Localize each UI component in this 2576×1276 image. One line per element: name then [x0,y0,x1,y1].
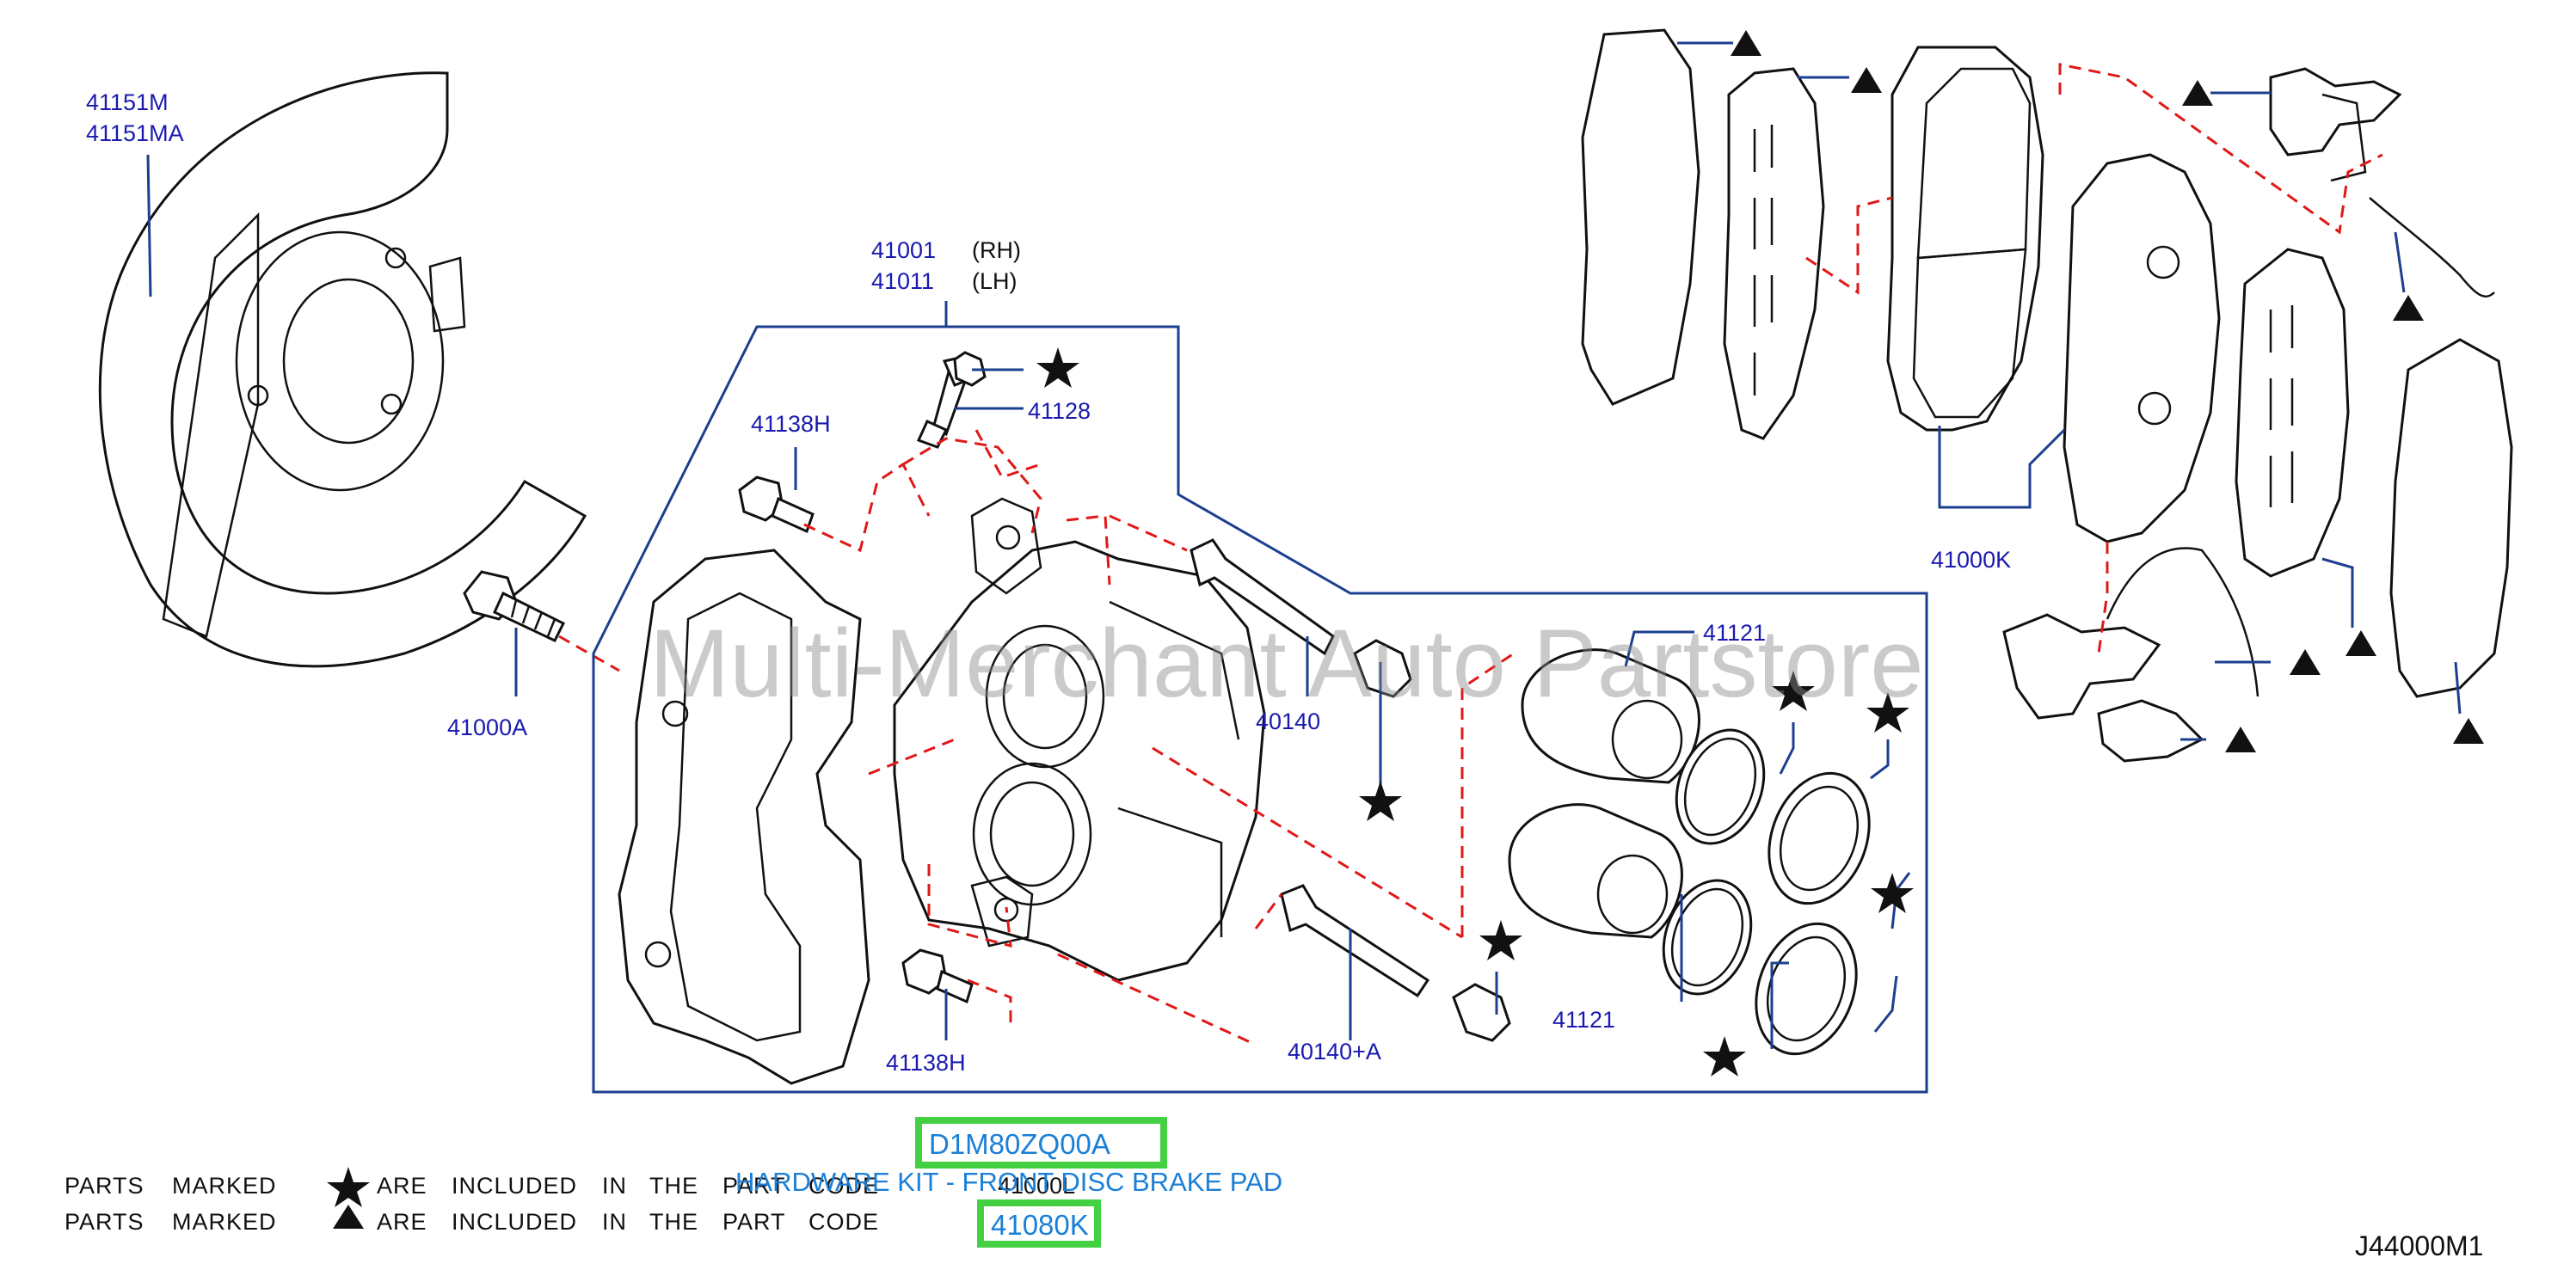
slide-pin-part [1190,538,1412,698]
triangle-icon [2182,80,2213,106]
label-41128: 41128 [1028,398,1091,424]
triangle-icon [2225,727,2256,752]
label-41001-side: (RH) [972,237,1021,263]
pad-shim-outer-part [2389,338,2513,698]
triangle-icon [2290,649,2321,675]
legend-row2-word: PART [722,1209,786,1235]
brake-pad-bottom-part [2063,153,2221,543]
legend-row2-word: CODE [808,1209,879,1235]
pad-shim-inner-part [2235,248,2350,578]
label-41151m: 41151M [86,89,169,115]
legend-row2-word: IN [602,1209,627,1235]
legend-row2-word: INCLUDED [452,1209,577,1235]
dust-boot-1-part [1768,771,1871,905]
inner-shim-part [1723,67,1825,440]
legend-row1-word: MARKED [172,1173,277,1199]
label-41121-bottom: 41121 [1552,1007,1615,1033]
legend-row1-word: PARTS [65,1173,144,1199]
legend-row2-word: ARE [377,1209,427,1235]
mounting-bolt-part [463,570,566,642]
anti-rattle-spring-part [2106,197,2495,697]
piston-bottom-part [1508,803,1683,939]
legend: PARTS MARKED ARE INCLUDED IN THE PART CO… [65,1167,1101,1248]
triangle-icon [2345,630,2376,656]
caliper-bolt-bottom-part [901,948,974,1004]
label-40140: 40140 [1256,709,1320,734]
legend-code-41000l: 41000L [998,1173,1075,1199]
triangle-icon [2393,295,2424,321]
star-icon [1359,781,1402,821]
part-code-highlight-box [977,1199,1101,1248]
legend-row1-word: CODE [808,1173,879,1199]
watermark-text: Multi-Merchant Auto Partstore [649,610,1923,717]
label-41138h-bottom: 41138H [886,1050,966,1076]
caliper-body-part [893,497,1266,982]
label-41011-side: (LH) [972,268,1017,294]
legend-row2-word: PARTS [65,1209,144,1235]
piston-seal-1-part [1675,728,1766,845]
legend-row1-word: PART [722,1173,786,1199]
legend-row1-word: THE [649,1173,698,1199]
star-icon [1866,692,1909,733]
star-icon [1703,1036,1746,1077]
label-41011: 41011 [871,268,934,294]
label-41121-top: 41121 [1703,620,1766,646]
label-41151ma: 41151MA [86,120,184,146]
pad-clip-bottom-part [2002,613,2204,763]
piston-seal-2-part [1662,879,1753,996]
leader-lines [146,41,2462,1049]
part-labels: 41151M 41151MA 41001 (RH) 41011 (LH) 411… [86,89,2011,1076]
diagram-id: J44000M1 [2355,1230,2483,1261]
star-markers [1036,347,1914,1077]
piston-top-part [1521,648,1700,784]
part-number-highlight-box [915,1117,1167,1169]
label-41000a: 41000A [447,715,527,740]
caliper-bolt-top-part [738,475,815,534]
label-41001: 41001 [871,237,936,263]
assembly-frame [592,325,1928,1094]
star-icon [1036,347,1079,388]
legend-row2-word: MARKED [172,1209,277,1235]
overlay-part-number: D1M80ZQ00A [929,1128,1110,1160]
legend-row2-word: THE [649,1209,698,1235]
bleeder-cap-part [953,351,987,387]
legend-code-41080k: 41080K [991,1209,1089,1241]
dust-boot-2-part [1755,922,1858,1056]
caliper-bracket-part [618,549,870,1085]
outer-shim-part [1581,28,1700,406]
star-icon [1871,873,1914,913]
brake-pad-top-part [1886,46,2044,432]
assembly-link-lines [558,63,2383,1046]
triangle-icon [333,1205,364,1229]
triangle-markers [1731,30,2484,752]
label-40140-a: 40140+A [1288,1039,1381,1064]
label-41138h-top: 41138H [751,411,831,437]
slide-pin-a-part [1280,884,1511,1042]
star-icon [327,1167,370,1207]
overlay-kit-description: HARDWARE KIT - FRONT DISC BRAKE PAD [735,1167,1282,1197]
star-icon [1772,671,1815,711]
triangle-icon [1731,30,1761,56]
part-overlay: D1M80ZQ00A HARDWARE KIT - FRONT DISC BRA… [735,1117,1282,1197]
dust-shield-part [98,71,587,668]
star-icon [1479,920,1522,960]
triangle-icon [1851,67,1882,93]
legend-row1-word: ARE [377,1173,427,1199]
pad-clip-top-part [2269,67,2402,182]
legend-row1-word: IN [602,1173,627,1199]
triangle-icon [2453,718,2484,744]
label-41000k: 41000K [1931,547,2011,573]
legend-row1-word: INCLUDED [452,1173,577,1199]
